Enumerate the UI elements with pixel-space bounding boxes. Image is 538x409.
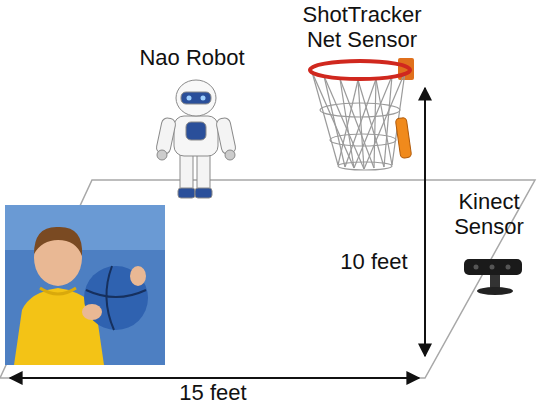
callout-label: 15 feet [179, 381, 246, 406]
width-arrow [10, 377, 419, 379]
height-arrow [424, 88, 426, 356]
callout-label: Nao Robot [139, 46, 244, 71]
callout-label: Kinect Sensor [443, 190, 535, 239]
court-floor [0, 180, 535, 378]
kinect-sensor [464, 259, 522, 295]
boy-photo [5, 205, 165, 365]
nao-robot [155, 80, 236, 198]
basketball-hoop [310, 58, 414, 170]
net-sensor [395, 117, 411, 158]
callout-label: ShotTracker Net Sensor [292, 3, 432, 52]
callout-label: 10 feet [340, 250, 407, 275]
